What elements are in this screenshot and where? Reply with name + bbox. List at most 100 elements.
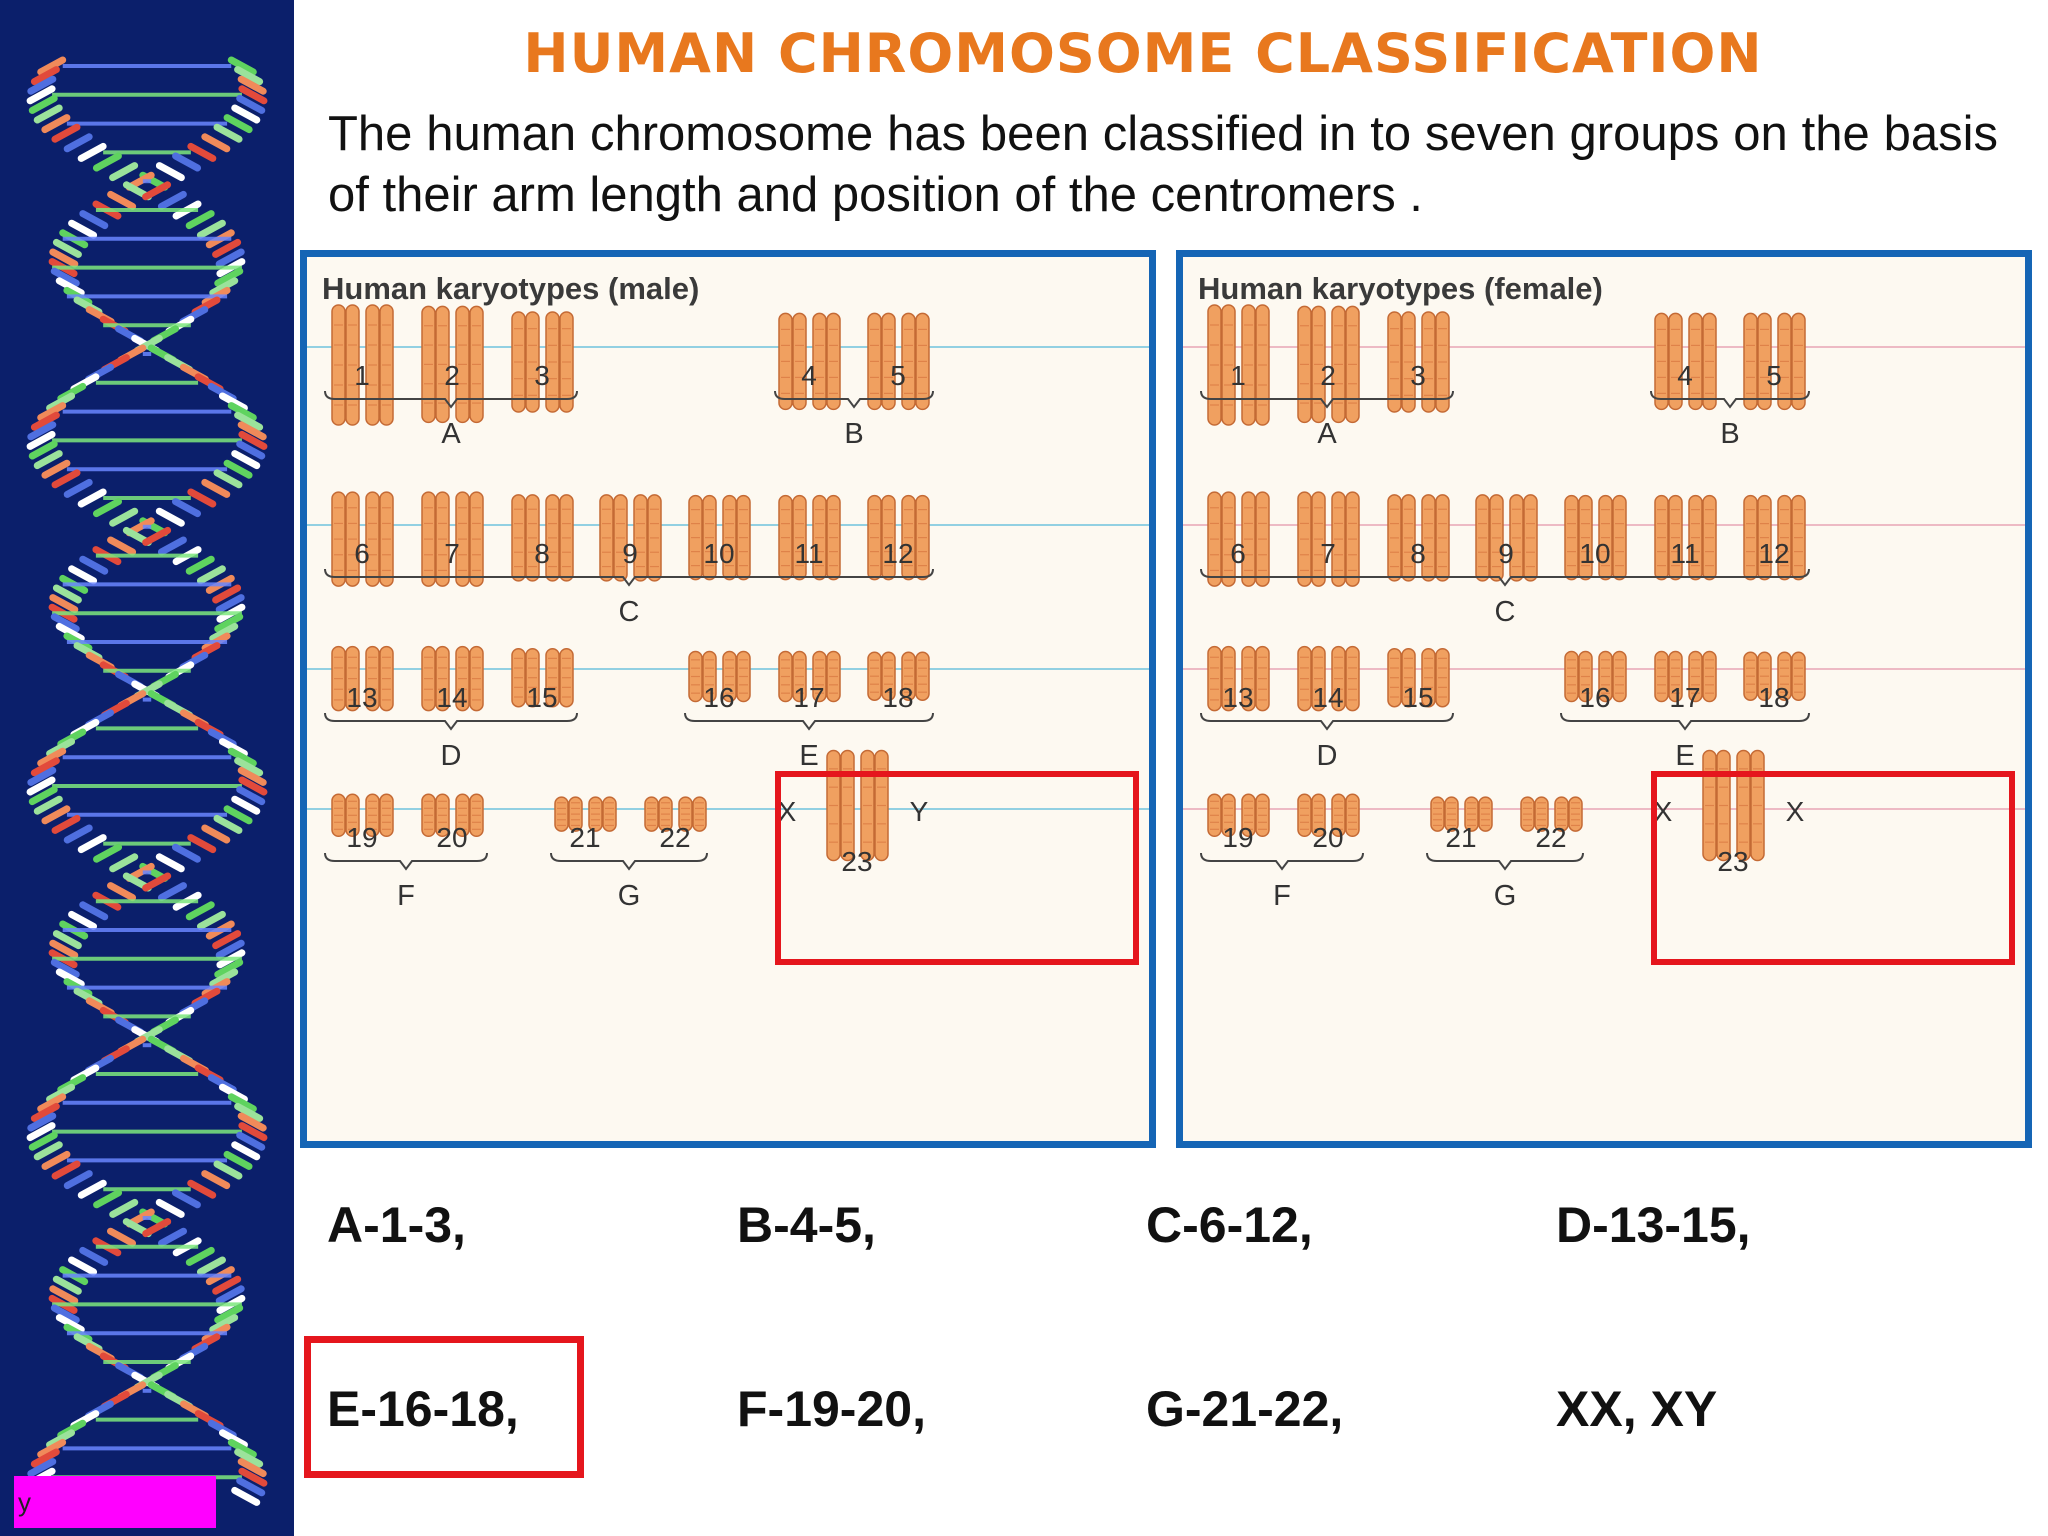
chromosome-pair — [1387, 494, 1450, 582]
helix-strand-segment — [237, 421, 267, 441]
group-bracket — [1426, 852, 1584, 871]
helix-strand-segment — [227, 402, 257, 422]
helix-strand-segment — [46, 1429, 76, 1449]
group-bracket — [1200, 852, 1364, 871]
helix-strand-segment — [234, 1102, 264, 1122]
footer-tag: y — [14, 1476, 216, 1528]
helix-strand-segment — [237, 1112, 267, 1132]
helix-strand-segment — [238, 85, 268, 105]
helix-strand-segment — [30, 1102, 60, 1122]
helix-strand-segment — [37, 1093, 67, 1113]
helix-strand-segment — [26, 85, 56, 105]
sex-chromosome-label: Y — [910, 796, 929, 827]
group-g-label: G-21-22, — [1146, 1381, 1344, 1437]
chromosome-pair — [867, 651, 930, 701]
helix-strand-segment — [49, 939, 79, 959]
helix-strand-segment — [196, 219, 226, 239]
chromosome-pair — [867, 312, 930, 411]
helix-strand-segment — [142, 181, 172, 201]
chromosome-number: 19 — [1222, 822, 1253, 853]
helix-strand-segment — [68, 565, 98, 585]
helix-strand-segment — [215, 248, 245, 268]
helix-strand-segment — [214, 1304, 244, 1324]
chromosome-pair — [826, 749, 889, 862]
chromosome-number: 7 — [444, 538, 460, 569]
chromosome-pair — [1475, 494, 1538, 582]
helix-strand-segment — [236, 786, 266, 806]
helix-strand-segment — [238, 1122, 268, 1142]
group-letter: B — [844, 418, 863, 450]
helix-strand-segment — [107, 882, 137, 902]
group-letter: F — [397, 880, 415, 912]
helix-strand-segment — [142, 1218, 172, 1238]
chromosome-number: 11 — [1670, 538, 1699, 569]
helix-strand-segment — [238, 430, 268, 450]
helix-strand-segment — [55, 968, 85, 988]
helix-strand-segment — [172, 498, 202, 518]
helix-strand-segment — [27, 421, 57, 441]
helix-strand-segment — [41, 459, 71, 479]
helix-strand-segment — [109, 853, 139, 873]
helix-strand-segment — [185, 210, 215, 230]
helix-strand-segment — [231, 1141, 261, 1161]
helix-strand-segment — [109, 162, 139, 182]
helix-strand-segment — [37, 747, 67, 767]
helix-strand-segment — [234, 757, 264, 777]
helix-strand-segment — [237, 766, 267, 786]
helix-strand-segment — [107, 190, 137, 210]
helix-strand-segment — [231, 104, 261, 124]
helix-strand-segment — [215, 939, 245, 959]
helix-strand-segment — [52, 584, 82, 604]
helix-strand-segment — [52, 930, 82, 950]
helix-strand-segment — [218, 1429, 248, 1449]
chromosome-number: 23 — [1717, 846, 1748, 877]
helix-strand-segment — [227, 56, 257, 76]
helix-strand-segment — [55, 277, 85, 297]
helix-strand-segment — [187, 142, 217, 162]
chromosome-pair — [599, 494, 662, 582]
chromosome-pair — [421, 793, 484, 838]
group-letter: C — [619, 596, 640, 628]
helix-strand-segment — [218, 392, 248, 412]
chromosome-number: 3 — [534, 360, 550, 391]
helix-strand-segment — [237, 1458, 267, 1478]
group-e-highlight-female — [1651, 771, 2015, 965]
helix-strand-segment — [209, 277, 239, 297]
intro-text: The human chromosome has been classified… — [328, 107, 1998, 222]
group-letter: G — [618, 880, 641, 912]
chromosome-pair — [1207, 645, 1270, 712]
helix-strand-segment — [209, 622, 239, 642]
chromosome-number: 8 — [534, 538, 550, 569]
helix-strand-segment — [77, 834, 107, 854]
helix-strand-segment — [49, 1285, 79, 1305]
helix-strand-segment — [30, 757, 60, 777]
chromosome-pair — [1654, 650, 1717, 703]
helix-strand-segment — [231, 1486, 261, 1506]
helix-strand-segment — [79, 210, 109, 230]
group-bracket — [324, 390, 578, 409]
group-bracket — [1200, 390, 1454, 409]
helix-strand-segment — [26, 1122, 56, 1142]
chromosome-pair — [688, 494, 751, 581]
chromosome-number: 15 — [526, 682, 557, 713]
chromosome-number: 20 — [436, 822, 467, 853]
sex-chromosome-label: X — [1786, 796, 1805, 827]
helix-strand-segment — [218, 1083, 248, 1103]
chromosome-number: 2 — [1320, 360, 1336, 391]
dna-sidebar: y — [0, 0, 294, 1536]
helix-strand-segment — [185, 901, 215, 921]
helix-strand-segment — [238, 1467, 268, 1487]
chromosome-number: 12 — [1758, 538, 1789, 569]
helix-strand-segment — [201, 824, 231, 844]
chromosome-pair — [1207, 793, 1270, 838]
helix-strand-segment — [227, 747, 257, 767]
chromosome-number: 13 — [1222, 682, 1253, 713]
helix-strand-segment — [93, 843, 123, 863]
helix-strand-segment — [30, 66, 60, 86]
helix-strand-segment — [201, 478, 231, 498]
helix-strand-segment — [50, 267, 80, 287]
helix-strand-segment — [212, 930, 242, 950]
chromosome-number: 17 — [793, 682, 824, 713]
